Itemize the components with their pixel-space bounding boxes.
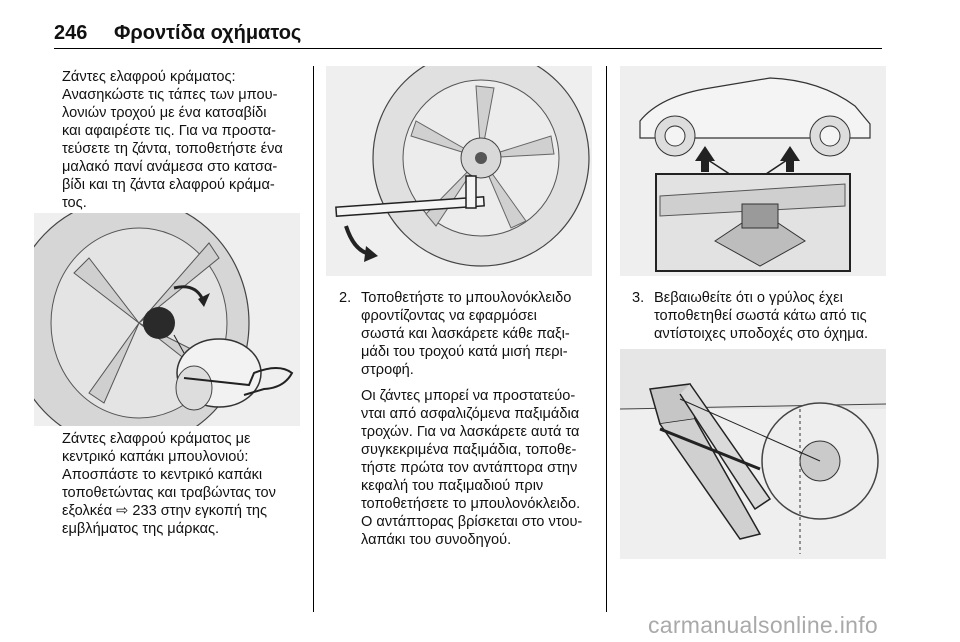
text-line: Βεβαιωθείτε ότι ο γρύλος έχει: [654, 290, 843, 306]
page-header: 246 Φροντίδα οχήματος: [0, 0, 960, 49]
text-line: Αποσπάστε το κεντρικό καπάκι: [62, 467, 263, 483]
step-number: 3.: [632, 290, 645, 306]
text-line: τροχών. Για να λασκάρετε αυτά τα: [361, 424, 580, 440]
col3-step-3: 3. Βεβαιωθείτε ότι ο γρύλος έχει τοποθετη…: [632, 289, 892, 343]
column-divider-left: [313, 66, 314, 612]
text-line: τος.: [62, 195, 87, 211]
text-line: κεφαλή του παξιμαδιού πριν: [361, 478, 544, 494]
text-line: νται από ασφαλιζόμενα παξιμάδια: [361, 406, 580, 422]
col1-paragraph-2: Ζάντες ελαφρού κράματος με κεντρικό καπά…: [62, 430, 302, 538]
text-line: κεντρικό καπάκι μπουλονιού:: [62, 449, 249, 465]
text-line: Τοποθετήστε το μπουλονόκλειδο: [361, 290, 572, 306]
col1-paragraph-1: Ζάντες ελαφρού κράματος: Ανασηκώστε τις …: [62, 68, 302, 212]
text-line: Ανασηκώστε τις τάπες των μπου-: [62, 87, 278, 103]
text-line: λαπάκι του συνοδηγού.: [361, 532, 512, 548]
text-line: Ζάντες ελαφρού κράματος με: [62, 431, 251, 447]
text-line: Ζάντες ελαφρού κράματος:: [62, 69, 236, 85]
text-line: λονιών τροχού με ένα κατσαβίδι: [62, 105, 267, 121]
text-line: βίδι και τη ζάντα ελαφρού κράμα-: [62, 177, 275, 193]
text-line: Οι ζάντες μπορεί να προστατεύο-: [361, 388, 576, 404]
text-line: τοποθετήσετε το μπουλονόκλειδο.: [361, 496, 581, 512]
column-divider-right: [606, 66, 607, 612]
text-line: και αφαιρέστε τις. Για να προστα-: [62, 123, 277, 139]
figure-jack-under-vehicle: [620, 66, 886, 276]
page-title: Φροντίδα οχήματος: [114, 22, 302, 44]
figure-alloy-wheel-center-cap: [34, 213, 300, 426]
page-number: 246: [54, 22, 88, 44]
text-line: τήστε πρώτα τον αντάπτορα στην: [361, 460, 578, 476]
text-line: φροντίζοντας να εφαρμόσει: [361, 308, 537, 324]
text-line: αντίστοιχες υποδοχές στο όχημα.: [654, 326, 869, 342]
text-line: σωστά και λασκάρετε κάθε παξι-: [361, 326, 570, 342]
text-line: τεύσετε τη ζάντα, τοποθετήστε ένα: [62, 141, 283, 157]
watermark-footer: carmanualsonline.info: [647, 612, 878, 638]
figure-jack-closeup: [620, 349, 886, 559]
text-line: εμβλήματος της μάρκας.: [62, 521, 220, 537]
text-line: Ο αντάπτορας βρίσκεται στο ντου-: [361, 514, 583, 530]
header-rule: [54, 48, 882, 49]
text-line: μάδι του τροχού κατά μισή περι-: [361, 344, 568, 360]
text-line: στροφή.: [361, 362, 414, 378]
text-line: εξολκέα ⇨ 233 στην εγκοπή της: [62, 503, 267, 519]
text-line: συγκεκριμένα παξιμάδια, τοποθε-: [361, 442, 577, 458]
figure-wheel-wrench: [326, 66, 592, 276]
text-line: μαλακό πανί ανάμεσα στο κατσα-: [62, 159, 278, 175]
text-line: τοποθετηθεί σωστά κάτω από τις: [654, 308, 867, 324]
step-number: 2.: [339, 290, 352, 306]
col2-step-2: 2. Τοποθετήστε το μπουλονόκλειδο φροντίζο…: [339, 289, 604, 549]
text-line: τοποθετώντας και τραβώντας τον: [62, 485, 276, 501]
